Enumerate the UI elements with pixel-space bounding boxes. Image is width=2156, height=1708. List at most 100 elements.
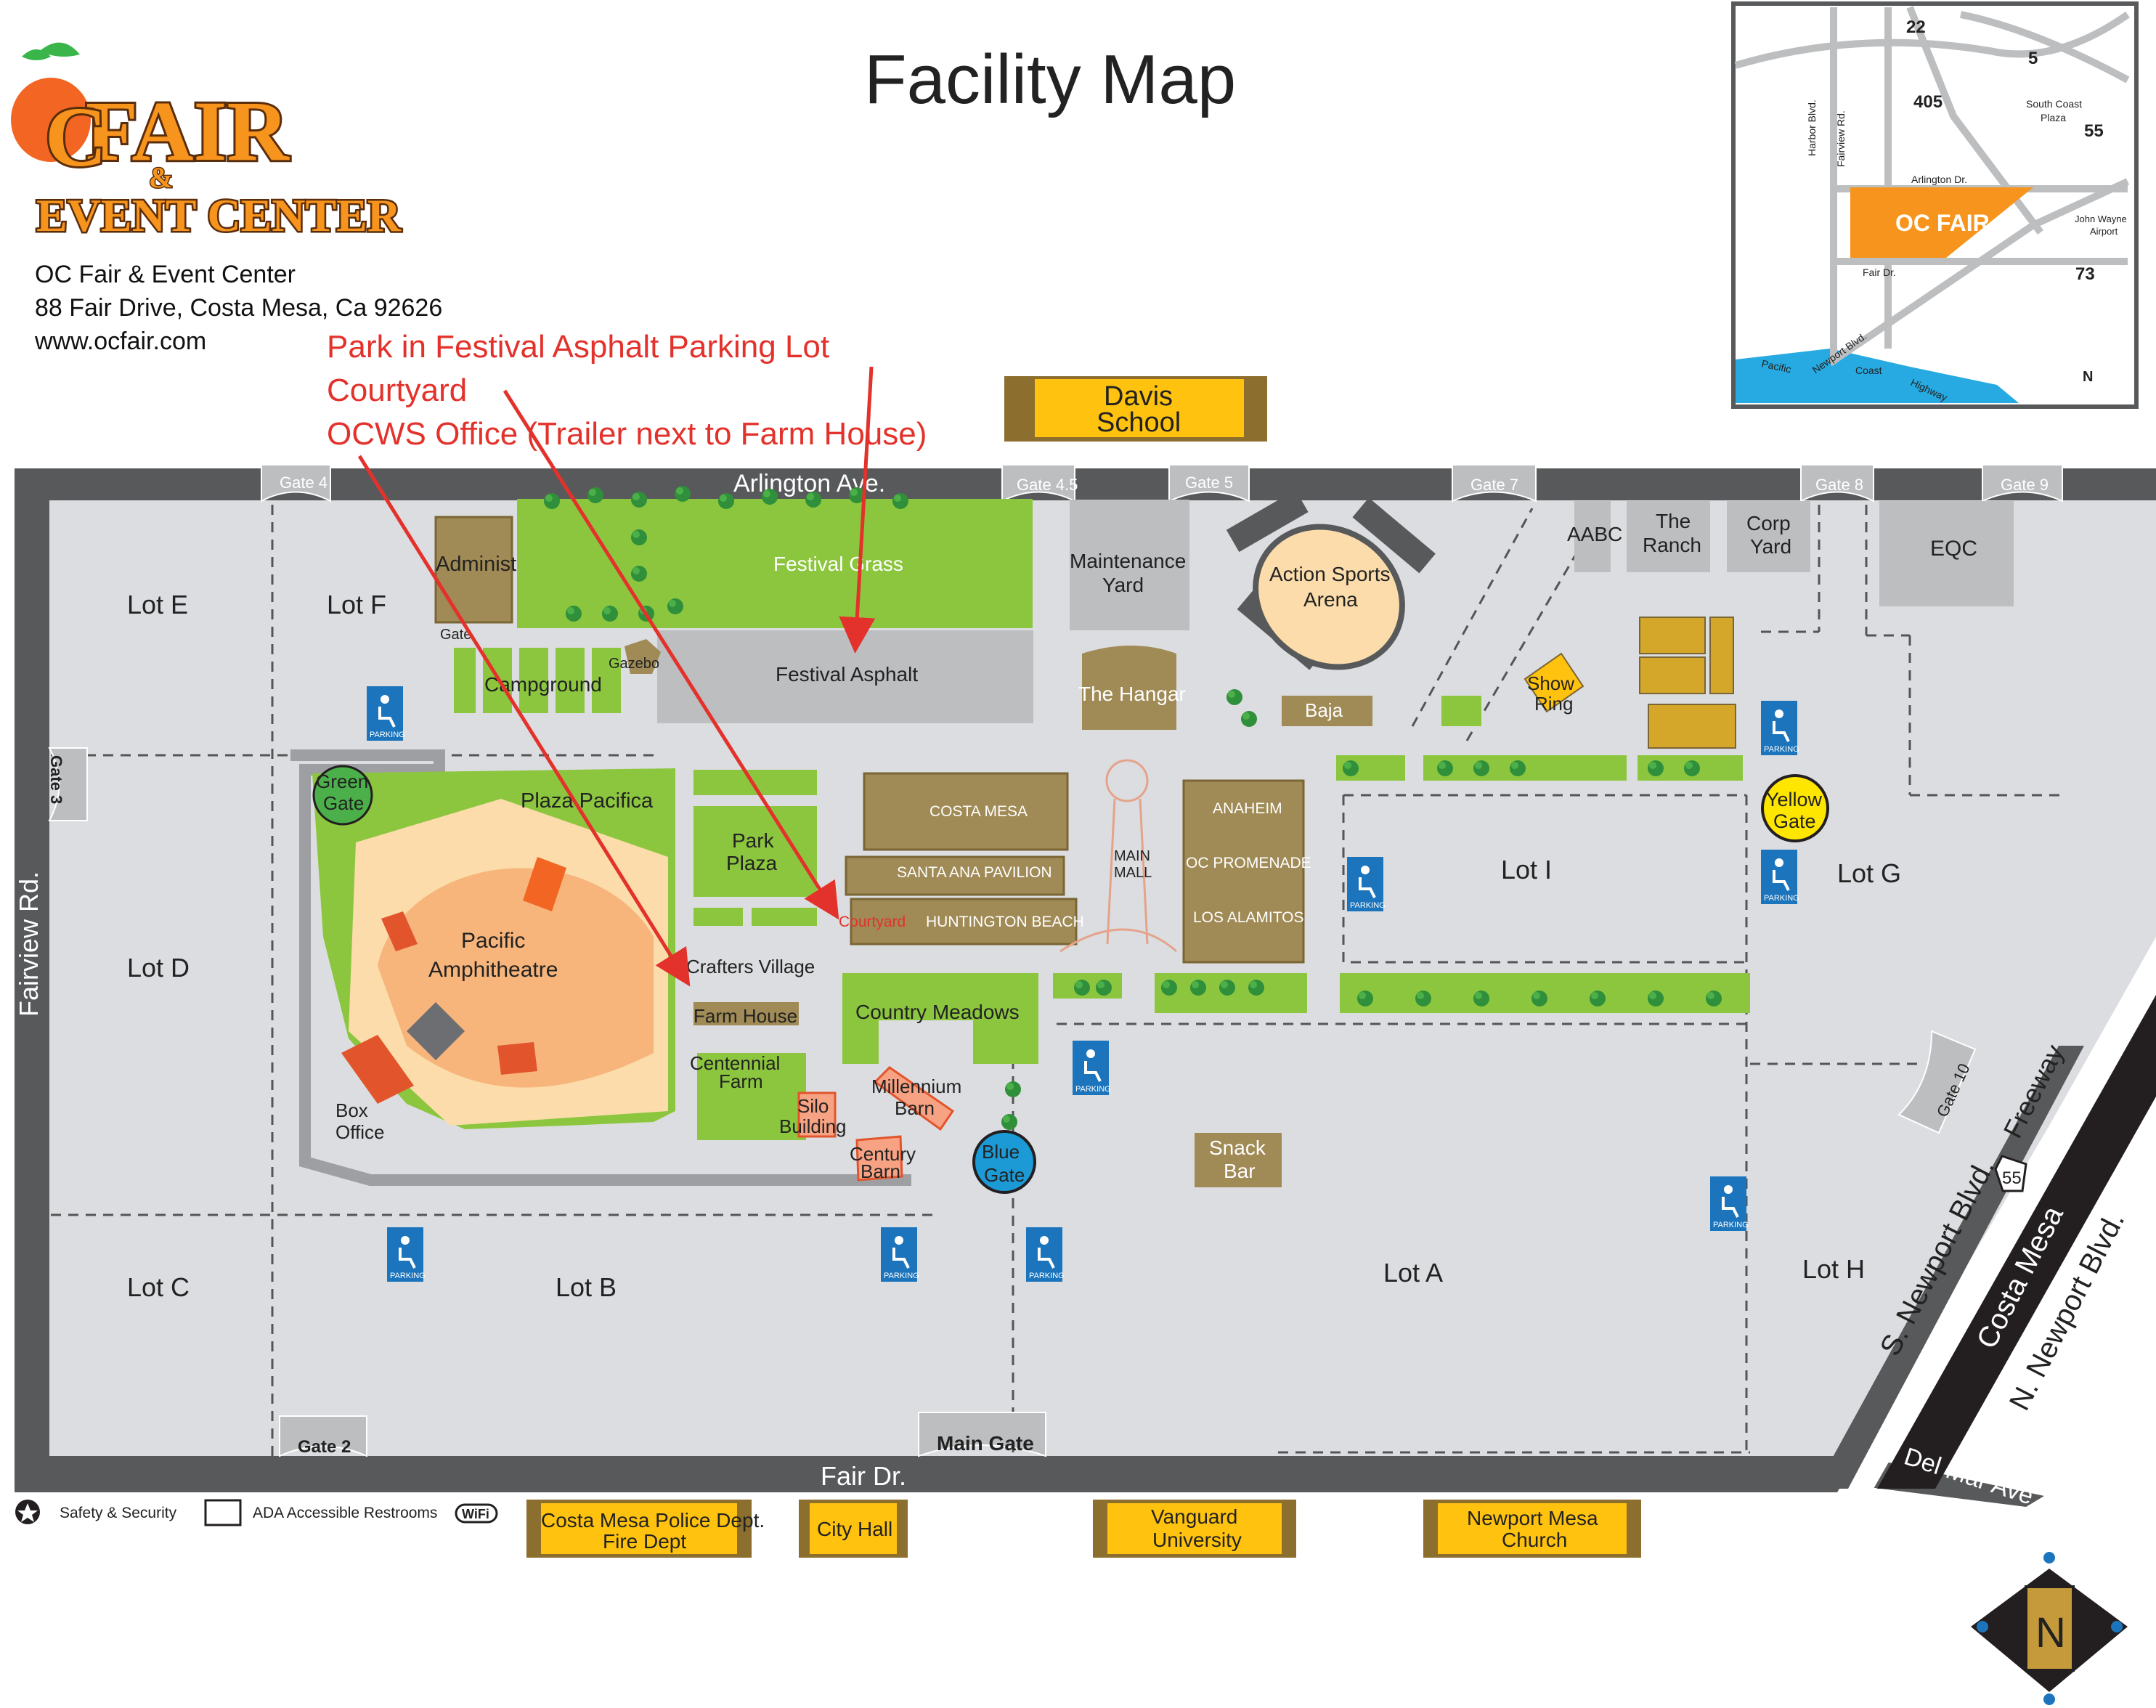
lot-g-label: Lot G bbox=[1837, 858, 1901, 888]
millennium-barn-label-2: Barn bbox=[895, 1097, 935, 1119]
inset-harbor: Harbor Blvd. bbox=[1806, 99, 1818, 156]
courtyard-label[interactable]: Courtyard bbox=[839, 914, 906, 930]
inset-south-coast-1: South Coast bbox=[2026, 98, 2082, 110]
festival-grass-area[interactable] bbox=[517, 499, 1033, 628]
compass-letter: N bbox=[2035, 1609, 2066, 1656]
inset-north-label: N bbox=[2083, 369, 2093, 385]
plaza-pacifica-label: Plaza Pacifica bbox=[521, 789, 654, 813]
legend-ada-label: ADA Accessible Restrooms bbox=[253, 1505, 437, 1521]
gate-3-label: Gate 3 bbox=[47, 755, 65, 804]
newport-church-label-2: Church bbox=[1502, 1529, 1567, 1551]
gate-2-label: Gate 2 bbox=[298, 1437, 351, 1457]
legend-safety-label: Safety & Security bbox=[60, 1505, 177, 1521]
parking-label: PARKING bbox=[1764, 745, 1799, 754]
lot-b-label: Lot B bbox=[556, 1272, 617, 1302]
amphitheatre-stage bbox=[407, 1002, 465, 1060]
park-plaza-label-1: Park bbox=[732, 829, 775, 852]
website-link[interactable]: www.ocfair.com bbox=[35, 328, 207, 355]
parking-label: PARKING bbox=[1350, 901, 1386, 910]
corp-yard-label-1: Corp bbox=[1746, 512, 1791, 534]
vanguard-label-1: Vanguard bbox=[1151, 1505, 1237, 1528]
parking-label: PARKING bbox=[884, 1272, 919, 1280]
centennial-farm-label-1: Centennial bbox=[690, 1052, 780, 1074]
lot-i-label: Lot I bbox=[1501, 855, 1552, 884]
lot-dividers bbox=[51, 504, 2062, 1456]
yellow-gate[interactable] bbox=[1761, 774, 1829, 842]
annotation-arrows bbox=[357, 366, 876, 987]
parking-label: PARKING bbox=[370, 731, 405, 739]
green-gate-label-1: Green bbox=[316, 770, 368, 792]
davis-school-label-1: Davis bbox=[1104, 381, 1173, 412]
the-ranch-label-2: Ranch bbox=[1643, 534, 1701, 556]
annotation-courtyard: Courtyard bbox=[327, 373, 468, 408]
park-plaza-lawns bbox=[693, 770, 1038, 1140]
gazebo-label: Gazebo bbox=[609, 656, 659, 672]
compass-icon bbox=[1971, 1552, 2128, 1705]
administration-building[interactable] bbox=[434, 516, 513, 624]
blue-gate-label-2: Gate bbox=[984, 1164, 1025, 1186]
parking-label: PARKING bbox=[390, 1272, 426, 1280]
show-ring[interactable] bbox=[1524, 652, 1585, 713]
page-title: Facility Map bbox=[864, 41, 1237, 118]
parking-label: PARKING bbox=[1029, 1272, 1065, 1280]
baja-label: Baja bbox=[1305, 699, 1343, 721]
show-ring-label-1: Show bbox=[1527, 672, 1574, 694]
lot-h-label: Lot H bbox=[1802, 1254, 1865, 1284]
action-sports-arena[interactable] bbox=[1226, 489, 1436, 696]
baja-building[interactable] bbox=[1282, 696, 1372, 726]
blue-gate[interactable] bbox=[972, 1130, 1036, 1194]
svg-text:&: & bbox=[149, 161, 173, 194]
legend-icons bbox=[15, 1499, 498, 1526]
lot-f-label: Lot F bbox=[327, 590, 386, 619]
gate-5-label: Gate 5 bbox=[1185, 473, 1233, 492]
centennial-farm-label-2: Farm bbox=[719, 1070, 763, 1092]
lot-a-label: Lot A bbox=[1383, 1258, 1443, 1288]
millennium-barn-label-1: Millennium bbox=[871, 1075, 961, 1097]
lot-c-label: Lot C bbox=[127, 1272, 190, 1302]
santa-ana-pavilion-label: SANTA ANA PAVILION bbox=[897, 864, 1052, 881]
the-ranch-building[interactable] bbox=[1627, 501, 1710, 572]
green-gate[interactable] bbox=[312, 765, 373, 826]
gate-7-label: Gate 7 bbox=[1470, 476, 1518, 494]
svg-text:55: 55 bbox=[2002, 1168, 2022, 1188]
show-ring-label-2: Ring bbox=[1534, 693, 1573, 715]
directions-annotation: Park in Festival Asphalt Parking Lot Cou… bbox=[327, 325, 927, 456]
inset-map bbox=[1731, 1, 2139, 409]
festival-asphalt-label: Festival Asphalt bbox=[776, 663, 918, 686]
street-fair-dr: Fair Dr. bbox=[821, 1461, 906, 1491]
gazebo-structure[interactable] bbox=[625, 639, 661, 674]
maintenance-yard[interactable] bbox=[1070, 500, 1189, 630]
amphitheatre-label-2: Amphitheatre bbox=[428, 958, 558, 982]
green-gate-label-2: Gate bbox=[323, 792, 364, 814]
lot-d-label: Lot D bbox=[127, 953, 190, 983]
venue-name: OC Fair & Event Center bbox=[35, 261, 296, 288]
maintenance-yard-label-1: Maintenance bbox=[1070, 550, 1186, 572]
gate-8 bbox=[1800, 464, 1874, 503]
maintenance-yard-label-2: Yard bbox=[1102, 574, 1144, 596]
crafters-village-label: Crafters Village bbox=[686, 956, 815, 977]
corp-yard-building[interactable] bbox=[1727, 501, 1810, 572]
parking-icons: PARKING PARKING PARKING PARKING PARKING … bbox=[367, 686, 1799, 1282]
aabc-label: AABC bbox=[1567, 523, 1622, 545]
city-hall-label: City Hall bbox=[817, 1518, 892, 1540]
inset-airport-2: Airport bbox=[2090, 226, 2118, 237]
svg-text:EVENT CENTER: EVENT CENTER bbox=[36, 190, 402, 241]
inset-logo-text: OC FAIR bbox=[1895, 210, 1990, 236]
annotation-office: OCWS Office (Trailer next to Farm House) bbox=[327, 416, 927, 452]
parking-icon-lot-a-top: PARKING bbox=[1073, 1041, 1111, 1095]
gate-small-label: Gate bbox=[440, 627, 471, 643]
silo-building-label-1: Silo bbox=[797, 1095, 829, 1117]
snack-bar-building[interactable] bbox=[1195, 1133, 1282, 1187]
eqc-building[interactable] bbox=[1879, 501, 2014, 606]
farm-house-building[interactable] bbox=[693, 1002, 799, 1025]
yellow-gate-label-2: Gate bbox=[1773, 810, 1816, 832]
the-hangar-building[interactable] bbox=[1082, 646, 1176, 730]
parking-icon-lot-f: PARKING bbox=[367, 686, 405, 741]
gate-4-5-label: Gate 4.5 bbox=[1017, 476, 1078, 494]
aabc-building[interactable] bbox=[1574, 501, 1611, 572]
newport-church-label-1: Newport Mesa bbox=[1467, 1507, 1598, 1529]
gate-7 bbox=[1452, 464, 1537, 503]
inset-hwy5: 5 bbox=[2028, 49, 2038, 68]
gate-markers bbox=[48, 464, 2063, 1457]
